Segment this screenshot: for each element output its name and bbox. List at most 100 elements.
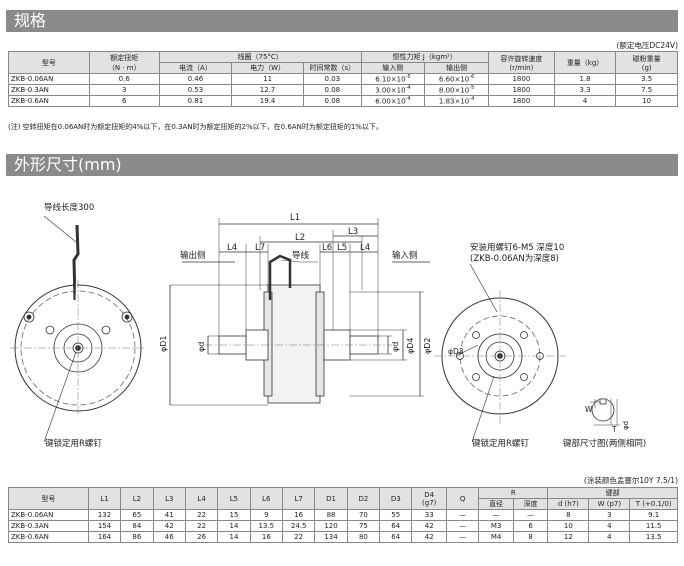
spec-value-torque: 0.6 xyxy=(118,75,130,83)
th-torque: 额定扭矩（N · m） xyxy=(88,51,160,74)
spec-cell-current: 0.53 xyxy=(158,84,232,96)
keyway-caption: 键部尺寸图(两侧相同) xyxy=(563,438,646,449)
spec-cell-jout: 8.00×10-5 xyxy=(424,84,489,96)
spec-cell-model: ZKB-0.6AN xyxy=(8,95,90,107)
th-power: 电力（W） xyxy=(230,62,305,74)
dim-L4a: L4 xyxy=(227,243,237,253)
dim-cell-D4: 33 xyxy=(411,509,447,521)
spec-value-torque: 6 xyxy=(121,97,127,105)
th-torque-unit: （N · m） xyxy=(107,63,141,72)
dth-D4-label: D4 xyxy=(424,490,435,499)
phi-d-left-label: φd xyxy=(197,342,206,352)
spec-value-power: 19.4 xyxy=(259,97,276,105)
th-weight: 重量（kg） xyxy=(553,51,617,74)
dim-cell-kt: 11.5 xyxy=(629,520,678,532)
spec-cell-weight: 1.8 xyxy=(553,73,617,85)
dim-cell-kw: 3 xyxy=(588,509,631,521)
spec-value-weight: 4 xyxy=(582,97,588,105)
dth-L4: L4 xyxy=(184,487,219,510)
spec-cell-torque: 0.6 xyxy=(88,73,160,85)
dim-cell-L1: 164 xyxy=(87,531,122,543)
spec-cell-jout: 1.83×10-4 xyxy=(424,95,489,107)
spec-value-powder: 10 xyxy=(642,97,652,105)
spec-cell-torque: 3 xyxy=(88,84,160,96)
dim-cell-Q: — xyxy=(445,509,480,521)
dth-D4-sub: (g7) xyxy=(422,498,437,507)
spec-value-weight: 3.3 xyxy=(579,86,591,94)
dimension-table: 型号 L1 L2 L3 L4 L5 L6 L7 D1 D2 D3 D4(g7) … xyxy=(8,487,678,543)
dim-cell-kw: 4 xyxy=(588,520,631,532)
dim-cell-Q: — xyxy=(445,520,480,532)
keyway-phi-d-label: φd xyxy=(622,421,630,430)
spec-cell-powder: 7.5 xyxy=(615,84,678,96)
dim-cell-model: ZKB-0.6AN xyxy=(8,531,89,543)
section-spec-title: 规格 xyxy=(14,11,47,30)
dim-cell-L5: 15 xyxy=(217,509,251,521)
th-torque-label: 额定扭矩 xyxy=(110,53,139,62)
spec-value-jout: 1.83×10 xyxy=(438,97,470,106)
dth-L5: L5 xyxy=(217,487,251,510)
spec-value-jin: 6.00×10 xyxy=(375,97,406,106)
dim-cell-D1: 134 xyxy=(314,531,348,543)
dim-cell-Rh: 8 xyxy=(512,531,549,543)
dth-model: 型号 xyxy=(8,487,89,510)
spec-value-power: 11 xyxy=(263,75,273,83)
th-current: 电流（A） xyxy=(158,62,232,74)
dim-cell-L6: 9 xyxy=(249,509,284,521)
dim-cell-Rh: — xyxy=(512,509,549,521)
spec-cell-weight: 3.3 xyxy=(553,84,617,96)
dim-cell-kd: 8 xyxy=(547,509,590,521)
dim-L1: L1 xyxy=(290,213,300,223)
dim-cell-kt: 13.5 xyxy=(629,531,678,543)
spec-cell-power: 11 xyxy=(230,73,305,85)
phi-D1-label: φD1 xyxy=(159,335,168,352)
dim-cell-L1: 132 xyxy=(87,509,122,521)
dth-L6: L6 xyxy=(249,487,284,510)
dim-cell-L3: 41 xyxy=(152,509,186,521)
mount-screw-label: 安装用螺钉6-M5 深度10 xyxy=(470,242,564,253)
spec-cell-model: ZKB-0.3AN xyxy=(8,84,90,96)
section-dims-title: 外形尺寸(mm) xyxy=(14,155,122,174)
dim-cell-kt: 9.1 xyxy=(629,509,678,521)
th-input: 输入侧 xyxy=(360,62,426,74)
spec-value-power: 12.7 xyxy=(259,86,276,94)
lead-length-label: 导线长度300 xyxy=(44,202,94,213)
dim-cell-L6: 13.5 xyxy=(249,520,284,532)
dim-L3: L3 xyxy=(348,227,358,237)
paint-note: (涂装颜色孟塞尔10Y 7.5/1) xyxy=(583,476,678,485)
spec-value-speed: 1800 xyxy=(512,75,531,83)
spec-value-current: 0.53 xyxy=(187,86,204,94)
dth-key: 键部 xyxy=(547,487,678,499)
spec-cell-power: 19.4 xyxy=(230,95,305,107)
dim-cell-D4: 42 xyxy=(411,531,447,543)
dth-L1: L1 xyxy=(87,487,122,510)
spec-value-model: ZKB-0.3AN xyxy=(11,86,49,94)
keyway-detail xyxy=(590,398,620,426)
spec-value-tc: 0.03 xyxy=(324,75,341,83)
dim-cell-D1: 120 xyxy=(314,520,348,532)
spec-cell-power: 12.7 xyxy=(230,84,305,96)
spec-cell-current: 0.46 xyxy=(158,73,232,85)
dim-cell-L6: 16 xyxy=(249,531,284,543)
dim-cell-L5: 14 xyxy=(217,520,251,532)
dim-cell-D3: 64 xyxy=(379,520,413,532)
th-timeconst: 时间常数（s） xyxy=(303,62,362,74)
dth-R: R xyxy=(478,487,549,499)
dim-cell-D4: 42 xyxy=(411,520,447,532)
dth-key-d: d (h7) xyxy=(547,498,590,510)
left-end-view xyxy=(10,215,146,443)
spec-value-jout: 8.00×10 xyxy=(438,86,470,95)
spec-value-weight: 1.8 xyxy=(579,75,591,83)
spec-value-jin: 3.00×10 xyxy=(375,86,406,95)
th-speed: 容许旋转速度(r/min) xyxy=(487,51,555,74)
th-model: 型号 xyxy=(8,51,90,74)
dth-R-dia: 直径 xyxy=(478,498,514,510)
spec-table: 型号 额定扭矩（N · m） 线圈（75°C） 惯性力矩 J（kgm²） 容许旋… xyxy=(8,51,678,107)
spec-cell-speed: 1800 xyxy=(487,95,555,107)
spec-value-jout: 6.60×10 xyxy=(438,75,470,84)
dth-D3: D3 xyxy=(379,487,413,510)
th-speed-label: 容许旋转速度 xyxy=(500,54,543,63)
